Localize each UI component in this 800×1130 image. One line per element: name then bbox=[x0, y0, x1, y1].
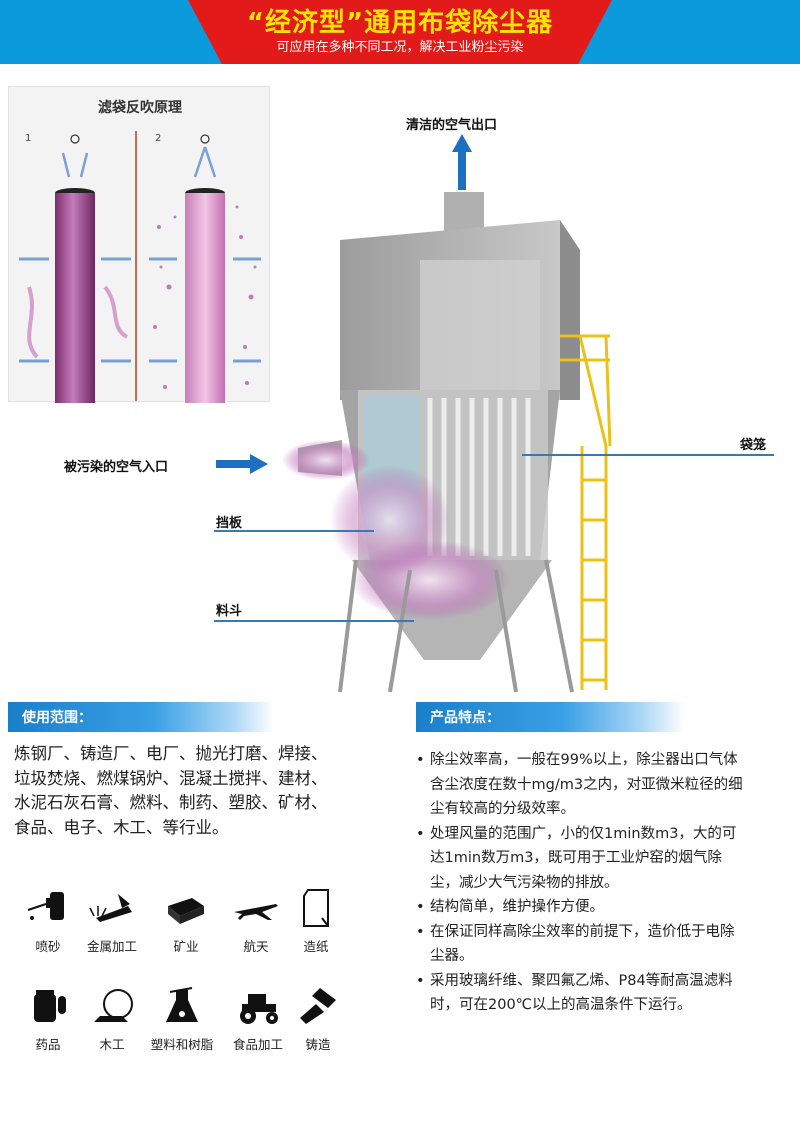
industry-label: 矿业 bbox=[173, 939, 199, 954]
industry-sandblasting: 喷砂 bbox=[12, 888, 84, 954]
paper-icon bbox=[303, 889, 329, 927]
features-heading-bar: 产品特点： bbox=[416, 702, 684, 732]
principle-divider bbox=[135, 131, 137, 401]
industry-plastic-resin: 塑料和树脂 bbox=[146, 986, 218, 1052]
industry-casting: 铸造 bbox=[282, 986, 354, 1052]
industry-label: 金属加工 bbox=[86, 939, 137, 954]
tractor-icon bbox=[240, 994, 278, 1024]
dust-collector-diagram bbox=[282, 192, 612, 693]
industry-metalwork: 金属加工 bbox=[76, 888, 148, 954]
outlet-label: 清洁的空气出口 bbox=[406, 118, 498, 133]
industry-label: 药品 bbox=[35, 1037, 61, 1052]
woodwork-icon bbox=[94, 989, 133, 1022]
hopper-label: 料斗 bbox=[216, 604, 243, 619]
principle-title: 滤袋反吹原理 bbox=[98, 100, 182, 116]
industry-label: 塑料和树脂 bbox=[150, 1037, 214, 1052]
header-banner: “经济型”通用布袋除尘器 可应用在多种不同工况，解决工业粉尘污染 bbox=[0, 0, 800, 64]
polluted-air-inlet-arrow bbox=[216, 454, 268, 474]
casting-icon bbox=[300, 988, 336, 1024]
medicine-icon bbox=[34, 990, 66, 1022]
inlet-label: 被污染的空气入口 bbox=[64, 460, 169, 475]
feature-item: 采用玻璃纤维、聚四氟乙烯、P84等耐高温滤料时，可在200℃以上的高温条件下运行… bbox=[416, 969, 746, 1018]
industry-label: 木工 bbox=[99, 1037, 125, 1052]
scope-heading: 使用范围： bbox=[22, 710, 92, 726]
hopper-leader-line bbox=[214, 620, 414, 622]
clean-air-outlet-arrow bbox=[452, 134, 472, 190]
airplane-icon bbox=[234, 904, 278, 920]
cage-label: 袋笼 bbox=[740, 438, 767, 453]
baffle-leader-line bbox=[214, 530, 374, 532]
scope-text: 炼钢厂、铸造厂、电厂、抛光打磨、焊接、垃圾焚烧、燃煤锅炉、混凝土搅拌、建材、水泥… bbox=[14, 744, 328, 837]
mining-icon bbox=[168, 898, 204, 924]
principle-step-2-label: 2 bbox=[155, 133, 162, 144]
features-heading: 产品特点： bbox=[430, 710, 500, 726]
industry-label: 造纸 bbox=[303, 939, 329, 954]
filter-principle-panel: 滤袋反吹原理 1 2 bbox=[8, 86, 270, 403]
industry-aerospace: 航天 bbox=[220, 888, 292, 954]
industry-food-processing: 食品加工 bbox=[222, 986, 294, 1052]
industry-medicine: 药品 bbox=[12, 986, 84, 1052]
feature-item: 结构简单，维护操作方便。 bbox=[416, 895, 746, 920]
cage-leader-line bbox=[522, 454, 774, 456]
page-subtitle: 可应用在多种不同工况，解决工业粉尘污染 bbox=[276, 40, 524, 55]
industry-label: 喷砂 bbox=[35, 939, 61, 954]
baffle-label: 挡板 bbox=[216, 516, 243, 531]
plastic-icon bbox=[166, 987, 198, 1022]
industry-mining: 矿业 bbox=[150, 888, 222, 954]
filter-bag-illustration bbox=[19, 134, 261, 403]
industry-label: 食品加工 bbox=[232, 1037, 283, 1052]
feature-item: 除尘效率高，一般在99%以上，除尘器出口气体含尘浓度在数十mg/m3之内，对亚微… bbox=[416, 748, 746, 822]
page-title: “经济型”通用布袋除尘器 bbox=[246, 8, 554, 38]
feature-item: 处理风量的范围广，小的仅1min数m3，大的可达1min数万m3，既可用于工业炉… bbox=[416, 822, 746, 896]
feature-item: 在保证同样高除尘效率的前提下，造价低于电除尘器。 bbox=[416, 920, 746, 969]
principle-step-1-label: 1 bbox=[25, 133, 32, 144]
header-red-band bbox=[188, 0, 612, 64]
scope-heading-bar: 使用范围： bbox=[8, 702, 274, 732]
industry-woodwork: 木工 bbox=[76, 986, 148, 1052]
industry-label: 航天 bbox=[243, 939, 269, 954]
metalwork-icon bbox=[89, 894, 132, 922]
industry-label: 铸造 bbox=[305, 1037, 331, 1052]
industry-paper: 造纸 bbox=[280, 888, 352, 954]
features-list: 除尘效率高，一般在99%以上，除尘器出口气体含尘浓度在数十mg/m3之内，对亚微… bbox=[416, 748, 746, 1018]
sandblast-icon bbox=[27, 892, 64, 920]
